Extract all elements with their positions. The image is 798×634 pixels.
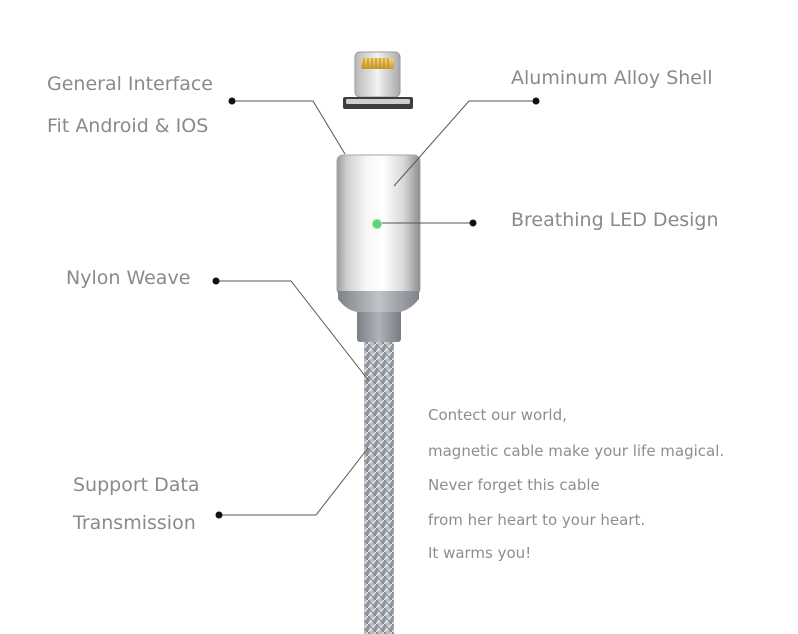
tagline-line-5: It warms you! xyxy=(428,544,532,562)
leader-line-aluminum-shell xyxy=(393,100,536,187)
callout-dot-breathing-led xyxy=(469,219,477,227)
lightning-adapter-icon xyxy=(343,51,413,109)
callout-dot-nylon-weave xyxy=(212,277,220,285)
leader-line-support-data xyxy=(219,447,369,516)
connector-neck xyxy=(357,308,401,342)
callout-dot-aluminum-shell xyxy=(532,97,540,105)
transmission-label: Transmission xyxy=(73,512,196,534)
tagline-line-1: Contect our world, xyxy=(428,406,567,424)
general-interface-label: General Interface xyxy=(47,73,213,95)
callout-dot-support-data xyxy=(215,511,223,519)
callout-dot-general-interface xyxy=(228,97,236,105)
nylon-weave-label: Nylon Weave xyxy=(66,267,191,289)
tagline-line-2: magnetic cable make your life magical. xyxy=(428,442,725,460)
led-indicator-icon xyxy=(372,219,382,229)
leader-line-nylon-weave xyxy=(216,280,370,382)
aluminum-housing xyxy=(336,154,421,312)
aluminum-shell-label: Aluminum Alloy Shell xyxy=(511,67,713,89)
leader-line-general-interface xyxy=(232,100,346,155)
fit-android-ios-label: Fit Android & IOS xyxy=(47,115,209,137)
tagline-line-3: Never forget this cable xyxy=(428,476,600,494)
braided-cable xyxy=(364,338,394,634)
support-data-label: Support Data xyxy=(73,474,200,496)
breathing-led-label: Breathing LED Design xyxy=(511,209,719,231)
tagline-line-4: from her heart to your heart. xyxy=(428,511,646,529)
